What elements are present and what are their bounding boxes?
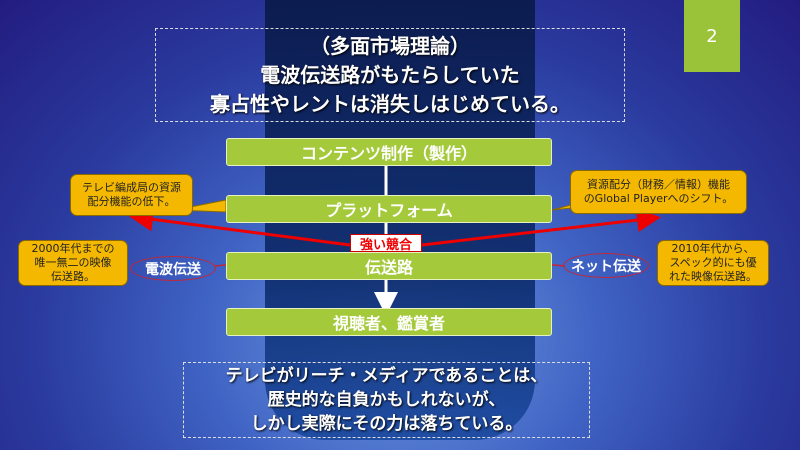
callout-text: 2000年代までの: [31, 242, 115, 255]
title-line: （多面市場理論）: [310, 33, 470, 58]
conclusion-line: しかし実際にその力は落ちている。: [250, 414, 523, 434]
callout-text: れた映像伝送路。: [669, 270, 757, 283]
oval-net-transmission: ネット伝送: [563, 253, 649, 278]
callout-text: 伝送路。: [51, 270, 95, 283]
callout-left-top: テレビ編成局の資源 配分機能の低下。: [70, 174, 193, 216]
flow-viewers: 視聴者、鑑賞者: [226, 308, 552, 336]
flow-content-production: コンテンツ制作（製作）: [226, 138, 552, 166]
title-line: 寡占性やレントは消失しはじめている。: [210, 91, 570, 116]
callout-text: 資源配分（財務／情報）機能: [587, 178, 730, 191]
callout-right-bottom: 2010年代から、 スペック的にも優 れた映像伝送路。: [657, 240, 769, 286]
callout-text: 唯一無二の映像: [34, 256, 112, 269]
flow-platform: プラットフォーム: [226, 195, 552, 223]
callout-left-bottom: 2000年代までの 唯一無二の映像 伝送路。: [18, 240, 128, 286]
callout-right-top: 資源配分（財務／情報）機能 のGlobal Playerへのシフト。: [570, 170, 747, 214]
callout-text: 配分機能の低下。: [87, 195, 176, 208]
oval-radio-transmission: 電波伝送: [130, 256, 216, 281]
competition-arrow-left: [129, 207, 351, 247]
conclusion-box: テレビがリーチ・メディアであることは、 歴史的な自負かもしれないが、 しかし実際…: [183, 362, 590, 438]
callout-text: 2010年代から、: [671, 242, 755, 255]
callout-text: テレビ編成局の資源: [82, 181, 181, 194]
title-box: （多面市場理論） 電波伝送路がもたらしていた 寡占性やレントは消失しはじめている…: [155, 28, 625, 122]
competition-label: 強い競合: [350, 234, 422, 253]
conclusion-line: テレビがリーチ・メディアであることは、: [225, 366, 548, 386]
conclusion-line: 歴史的な自負かもしれないが、: [267, 390, 506, 410]
callout-text: スペック的にも優: [669, 256, 757, 269]
page-number: 2: [684, 0, 740, 72]
callout-text: のGlobal Playerへのシフト。: [583, 192, 734, 205]
title-line: 電波伝送路がもたらしていた: [260, 62, 520, 87]
flow-transmission: 伝送路: [226, 252, 552, 280]
competition-arrow-right: [421, 208, 661, 247]
